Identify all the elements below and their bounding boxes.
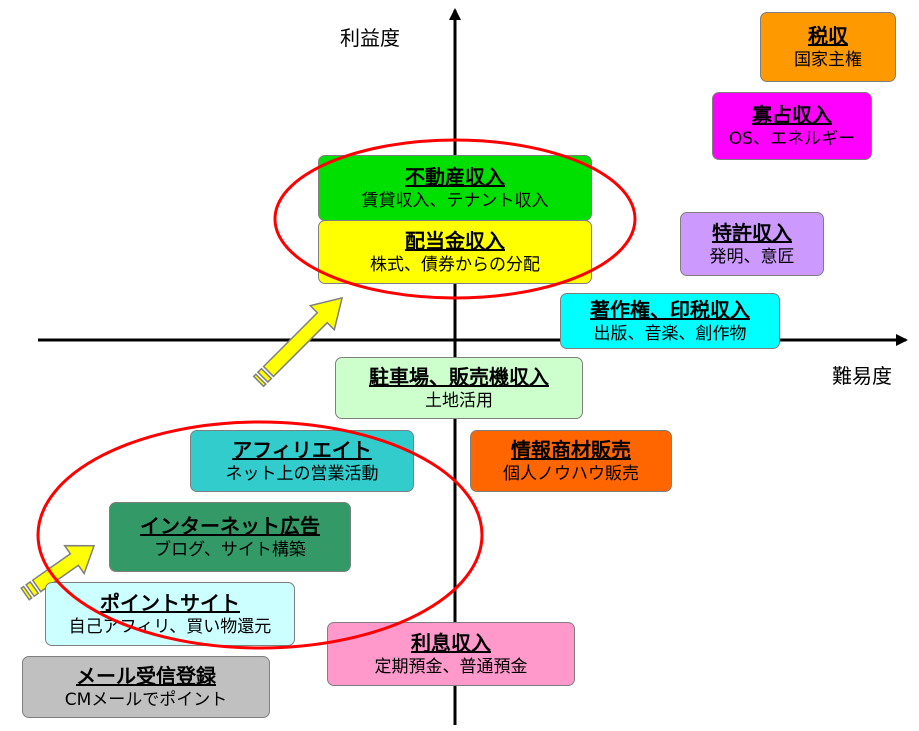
box-info-sub: 個人ノウハウ販売 <box>503 464 639 484</box>
box-interest-sub: 定期預金、普通預金 <box>374 657 528 677</box>
box-parking-title: 駐車場、販売機収入 <box>369 365 549 389</box>
box-realestate-title: 不動産収入 <box>405 165 505 189</box>
box-realestate-sub: 賃貸収入、テナント収入 <box>361 191 549 211</box>
box-monopoly-title: 寡占収入 <box>752 103 832 127</box>
box-tax-sub: 国家主権 <box>794 50 862 70</box>
box-mail-title: メール受信登録 <box>76 664 216 688</box>
box-affiliate: アフィリエイト ネット上の営業活動 <box>190 430 414 492</box>
box-info-title: 情報商材販売 <box>511 438 631 462</box>
box-mail-sub: CMメールでポイント <box>64 690 228 710</box>
arrow-upper-icon <box>252 296 344 388</box>
box-dividend-title: 配当金収入 <box>405 229 505 253</box>
box-points: ポイントサイト 自己アフィリ、買い物還元 <box>45 582 295 646</box>
box-dividend-sub: 株式、債券からの分配 <box>370 255 540 275</box>
box-info: 情報商材販売 個人ノウハウ販売 <box>470 430 672 492</box>
box-copyright: 著作権、印税収入 出版、音楽、創作物 <box>560 293 780 349</box>
box-points-sub: 自己アフィリ、買い物還元 <box>68 617 272 637</box>
box-ads: インターネット広告 ブログ、サイト構築 <box>109 502 351 572</box>
box-parking-sub: 土地活用 <box>425 391 493 411</box>
box-parking: 駐車場、販売機収入 土地活用 <box>335 357 583 419</box>
box-monopoly: 寡占収入 OS、エネルギー <box>712 92 872 160</box>
box-tax: 税収 国家主権 <box>760 12 896 82</box>
box-patent-title: 特許収入 <box>712 221 792 245</box>
box-mail: メール受信登録 CMメールでポイント <box>22 656 270 718</box>
box-points-title: ポイントサイト <box>100 591 240 615</box>
box-interest-title: 利息収入 <box>411 631 491 655</box>
box-dividend: 配当金収入 株式、債券からの分配 <box>318 220 592 284</box>
x-axis-label: 難易度 <box>832 364 892 388</box>
box-ads-sub: ブログ、サイト構築 <box>154 540 306 560</box>
box-patent-sub: 発明、意匠 <box>709 247 795 267</box>
box-ads-title: インターネット広告 <box>140 514 320 538</box>
y-axis-label: 利益度 <box>340 26 400 50</box>
box-realestate: 不動産収入 賃貸収入、テナント収入 <box>318 155 592 221</box>
box-affiliate-title: アフィリエイト <box>232 438 372 462</box>
box-copyright-title: 著作権、印税収入 <box>590 298 750 322</box>
box-interest: 利息収入 定期預金、普通預金 <box>327 622 575 686</box>
box-patent: 特許収入 発明、意匠 <box>680 212 824 276</box>
box-monopoly-sub: OS、エネルギー <box>728 129 856 149</box>
box-copyright-sub: 出版、音楽、創作物 <box>593 324 747 344</box>
box-affiliate-sub: ネット上の営業活動 <box>225 464 379 484</box>
box-tax-title: 税収 <box>808 24 848 48</box>
